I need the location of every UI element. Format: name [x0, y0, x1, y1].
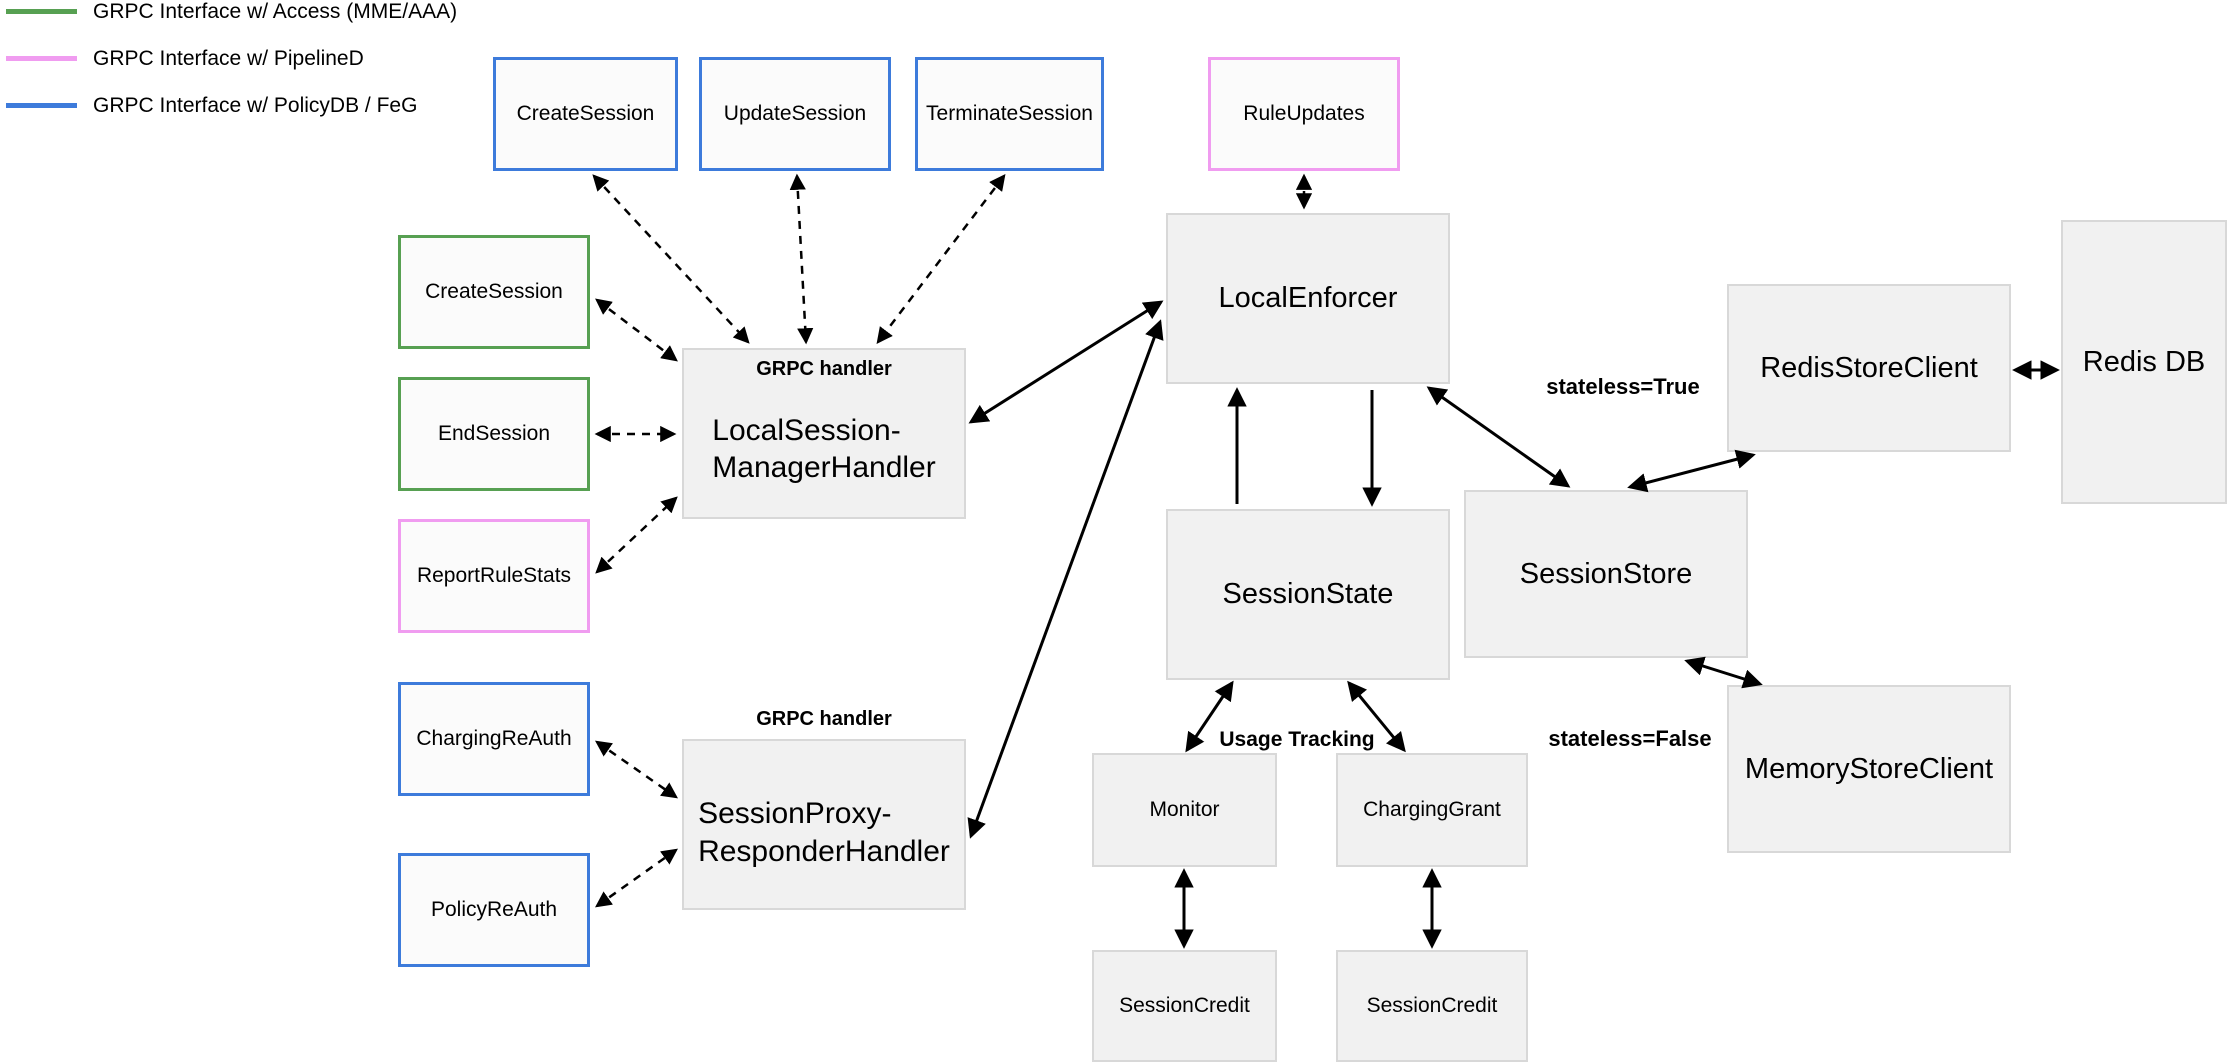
node-label: Redis DB	[2082, 345, 2206, 378]
legend: GRPC Interface w/ Access (MME/AAA) GRPC …	[6, 0, 457, 129]
node-end-session-access: EndSession	[398, 377, 590, 491]
arrow-policy-reauth-to-sprh	[595, 848, 678, 908]
node-policy-reauth: PolicyReAuth	[398, 853, 590, 967]
legend-item-access: GRPC Interface w/ Access (MME/AAA)	[6, 0, 457, 35]
node-label: CreateSession	[425, 280, 563, 303]
grpc-handler-caption: GRPC handler	[756, 358, 892, 380]
arrow-create-session-access-to-lsmh	[595, 298, 678, 362]
node-create-session-access: CreateSession	[398, 235, 590, 349]
legend-label-access: GRPC Interface w/ Access (MME/AAA)	[93, 0, 458, 23]
arrow-local-enforcer-to-session-store	[1426, 386, 1571, 488]
node-label: CreateSession	[516, 102, 655, 125]
arrow-update-session-to-lsmh	[789, 173, 814, 345]
node-session-proxy-responder-handler: SessionProxy- ResponderHandler	[682, 739, 966, 910]
legend-line-access-icon	[6, 9, 77, 14]
node-label: Monitor	[1149, 798, 1220, 821]
node-label: ChargingGrant	[1363, 798, 1501, 821]
node-report-rule-stats: ReportRuleStats	[398, 519, 590, 633]
node-label: RedisStoreClient	[1760, 351, 1978, 384]
node-rule-updates: RuleUpdates	[1208, 57, 1400, 171]
node-label: PolicyReAuth	[430, 898, 558, 921]
node-session-credit-monitor: SessionCredit	[1092, 950, 1277, 1062]
node-label: LocalEnforcer	[1218, 282, 1398, 314]
node-update-session-grpc: UpdateSession	[699, 57, 891, 171]
node-session-credit-charging: SessionCredit	[1336, 950, 1528, 1062]
legend-line-pipelined-icon	[6, 56, 77, 61]
arrow-create-session-grpc-to-lsmh	[592, 174, 750, 344]
node-session-state: SessionState	[1166, 509, 1450, 680]
node-label: RuleUpdates	[1243, 102, 1365, 125]
node-label: SessionCredit	[1366, 994, 1498, 1017]
node-label: ReportRuleStats	[416, 564, 572, 587]
arrow-charging-reauth-to-sprh	[594, 740, 679, 799]
node-redis-db: Redis DB	[2061, 220, 2227, 504]
node-memory-store-client: MemoryStoreClient	[1727, 685, 2011, 853]
grpc-handler-caption: GRPC handler	[756, 708, 892, 730]
node-label: SessionCredit	[1119, 994, 1250, 1017]
arrow-terminate-session-to-lsmh	[876, 174, 1006, 344]
node-label: UpdateSession	[723, 102, 867, 125]
node-terminate-session-grpc: TerminateSession	[915, 57, 1104, 171]
node-label: MemoryStoreClient	[1744, 752, 1994, 785]
node-label: SessionProxy- ResponderHandler	[698, 797, 950, 868]
node-create-session-grpc: CreateSession	[493, 57, 678, 171]
annotation-stateless-false: stateless=False	[1548, 726, 1712, 751]
node-local-session-manager-handler: GRPC handler LocalSession- ManagerHandle…	[682, 348, 966, 519]
node-session-store: SessionStore	[1464, 490, 1748, 658]
node-label: SessionStore	[1519, 557, 1693, 590]
node-label: TerminateSession	[926, 102, 1093, 125]
arrow-session-store-to-memory-store-client	[1684, 656, 1763, 689]
legend-label-pipelined: GRPC Interface w/ PipelineD	[93, 46, 364, 70]
legend-line-policydb-icon	[6, 103, 77, 108]
node-redis-store-client: RedisStoreClient	[1727, 284, 2011, 452]
annotation-stateless-true: stateless=True	[1546, 374, 1700, 399]
legend-item-pipelined: GRPC Interface w/ PipelineD	[6, 35, 457, 82]
node-local-enforcer: LocalEnforcer	[1166, 213, 1450, 384]
legend-label-policydb: GRPC Interface w/ PolicyDB / FeG	[93, 93, 418, 117]
arrow-lsmh-to-local-enforcer	[968, 300, 1164, 424]
node-label: EndSession	[437, 422, 551, 445]
legend-item-policydb: GRPC Interface w/ PolicyDB / FeG	[6, 82, 457, 129]
node-charging-grant: ChargingGrant	[1336, 753, 1528, 867]
arrow-session-store-to-redis-store-client	[1627, 449, 1756, 493]
node-monitor: Monitor	[1092, 753, 1277, 867]
annotation-usage-tracking: Usage Tracking	[1219, 728, 1375, 751]
arrow-report-rule-stats-to-lsmh	[595, 496, 678, 574]
node-label: ChargingReAuth	[416, 727, 572, 750]
node-label: LocalSession- ManagerHandler	[712, 413, 936, 485]
node-charging-reauth: ChargingReAuth	[398, 682, 590, 796]
node-label: SessionState	[1222, 578, 1394, 610]
